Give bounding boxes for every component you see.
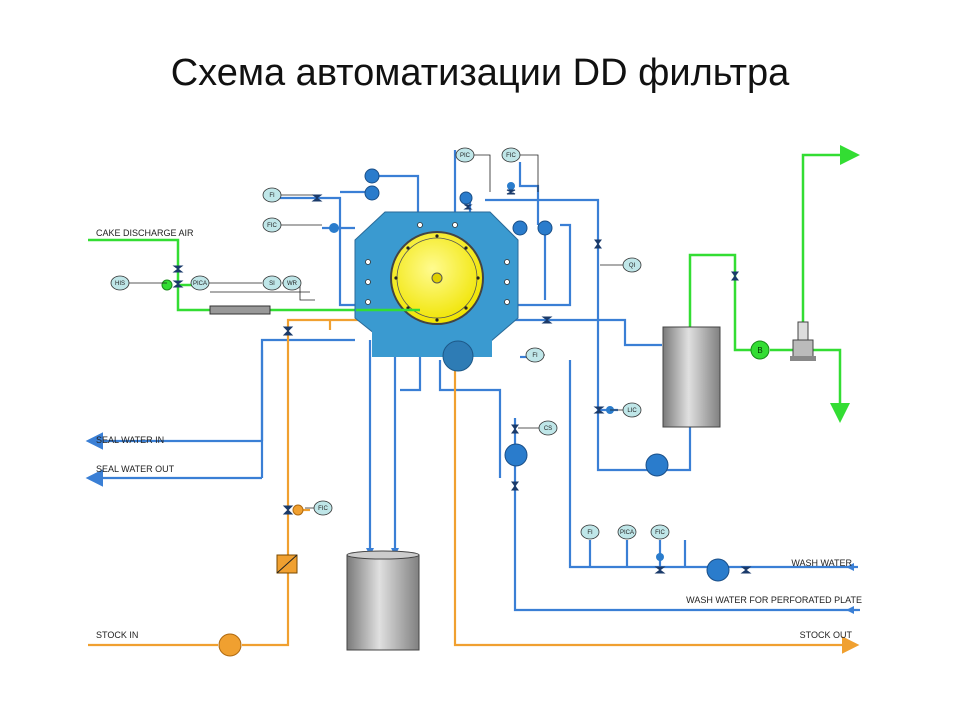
tag-fic-left: FIC (267, 223, 277, 229)
wash-tank (662, 326, 721, 428)
flowmeter-icon (276, 554, 298, 574)
tag-pica: PICA (193, 281, 207, 287)
blue-pumps (329, 168, 730, 582)
fi-left-instrument (262, 187, 282, 203)
fi-right-instrument (525, 347, 545, 363)
tag-si: SI (269, 281, 275, 287)
tag-lic: LIC (627, 408, 637, 414)
label-wash-water: WASH WATER (791, 558, 852, 568)
tag-fic-low: FIC (318, 506, 328, 512)
stock-valve-icon (292, 504, 304, 516)
fic-left-instrument (262, 217, 282, 233)
fi-wash-instrument (580, 524, 600, 540)
pica-instrument (190, 275, 210, 291)
instruments (110, 147, 670, 540)
tag-fi-left: FI (269, 193, 275, 199)
water-piping (85, 150, 860, 612)
fic-low-instrument (313, 500, 333, 516)
fic-top-instrument (501, 147, 521, 163)
pump-icon (459, 191, 473, 205)
label-cake-discharge-air: CAKE DISCHARGE AIR (96, 228, 194, 238)
air-heater (209, 305, 271, 315)
slide-title: Схема автоматизации DD фильтра (170, 52, 790, 94)
pump-icon (512, 220, 528, 236)
tag-his: HIS (115, 281, 125, 287)
pump-icon (537, 220, 553, 236)
label-seal-water-in: SEAL WATER IN (96, 435, 164, 445)
tag-wr: WR (287, 281, 298, 287)
label-stock-in: STOCK IN (96, 630, 138, 640)
label-stock-out: STOCK OUT (800, 630, 853, 640)
pump-icon (706, 558, 730, 582)
tag-fi-wash: FI (587, 530, 593, 536)
filtrate-tank (346, 550, 420, 651)
tag-fic-wash: FIC (655, 530, 665, 536)
label-wash-water-plate: WASH WATER FOR PERFORATED PLATE (686, 595, 862, 605)
svg-text:B: B (757, 346, 762, 355)
pic-top-instrument (455, 147, 475, 163)
si-instrument (262, 275, 282, 291)
pump-icon (645, 453, 669, 477)
pump-icon (329, 223, 339, 233)
drum-cells (394, 234, 480, 322)
qi-instrument (622, 257, 642, 273)
air-blower-icon (750, 340, 770, 360)
air-valve-icon (161, 279, 173, 291)
compressor-icon (790, 321, 816, 361)
tag-pica-wash: PICA (620, 530, 634, 536)
wr-instrument (282, 275, 302, 291)
pump-icon (504, 443, 528, 467)
pica-wash-instrument (617, 524, 637, 540)
tag-fic-top: FIC (506, 153, 516, 159)
tag-pic-top: PIC (460, 153, 471, 159)
valves (172, 189, 752, 574)
instrument-tags: PIC FIC FI FIC HIS PICA SI WR QI FI CS L… (115, 153, 666, 536)
fic-wash-instrument (650, 524, 670, 540)
pump-icon (507, 182, 515, 190)
cs-instrument (538, 420, 558, 436)
tag-fi-right: FI (532, 353, 538, 359)
pump-icon (364, 168, 380, 184)
pump-icon (364, 185, 380, 201)
filter-connection-points (365, 222, 510, 305)
stock-pump-icon (218, 633, 242, 657)
tag-cs: CS (544, 426, 552, 432)
lic-instrument (622, 402, 642, 418)
tag-qi: QI (629, 263, 636, 269)
label-seal-water-out: SEAL WATER OUT (96, 464, 175, 474)
pump-icon (656, 553, 664, 561)
his-instrument (110, 275, 130, 291)
